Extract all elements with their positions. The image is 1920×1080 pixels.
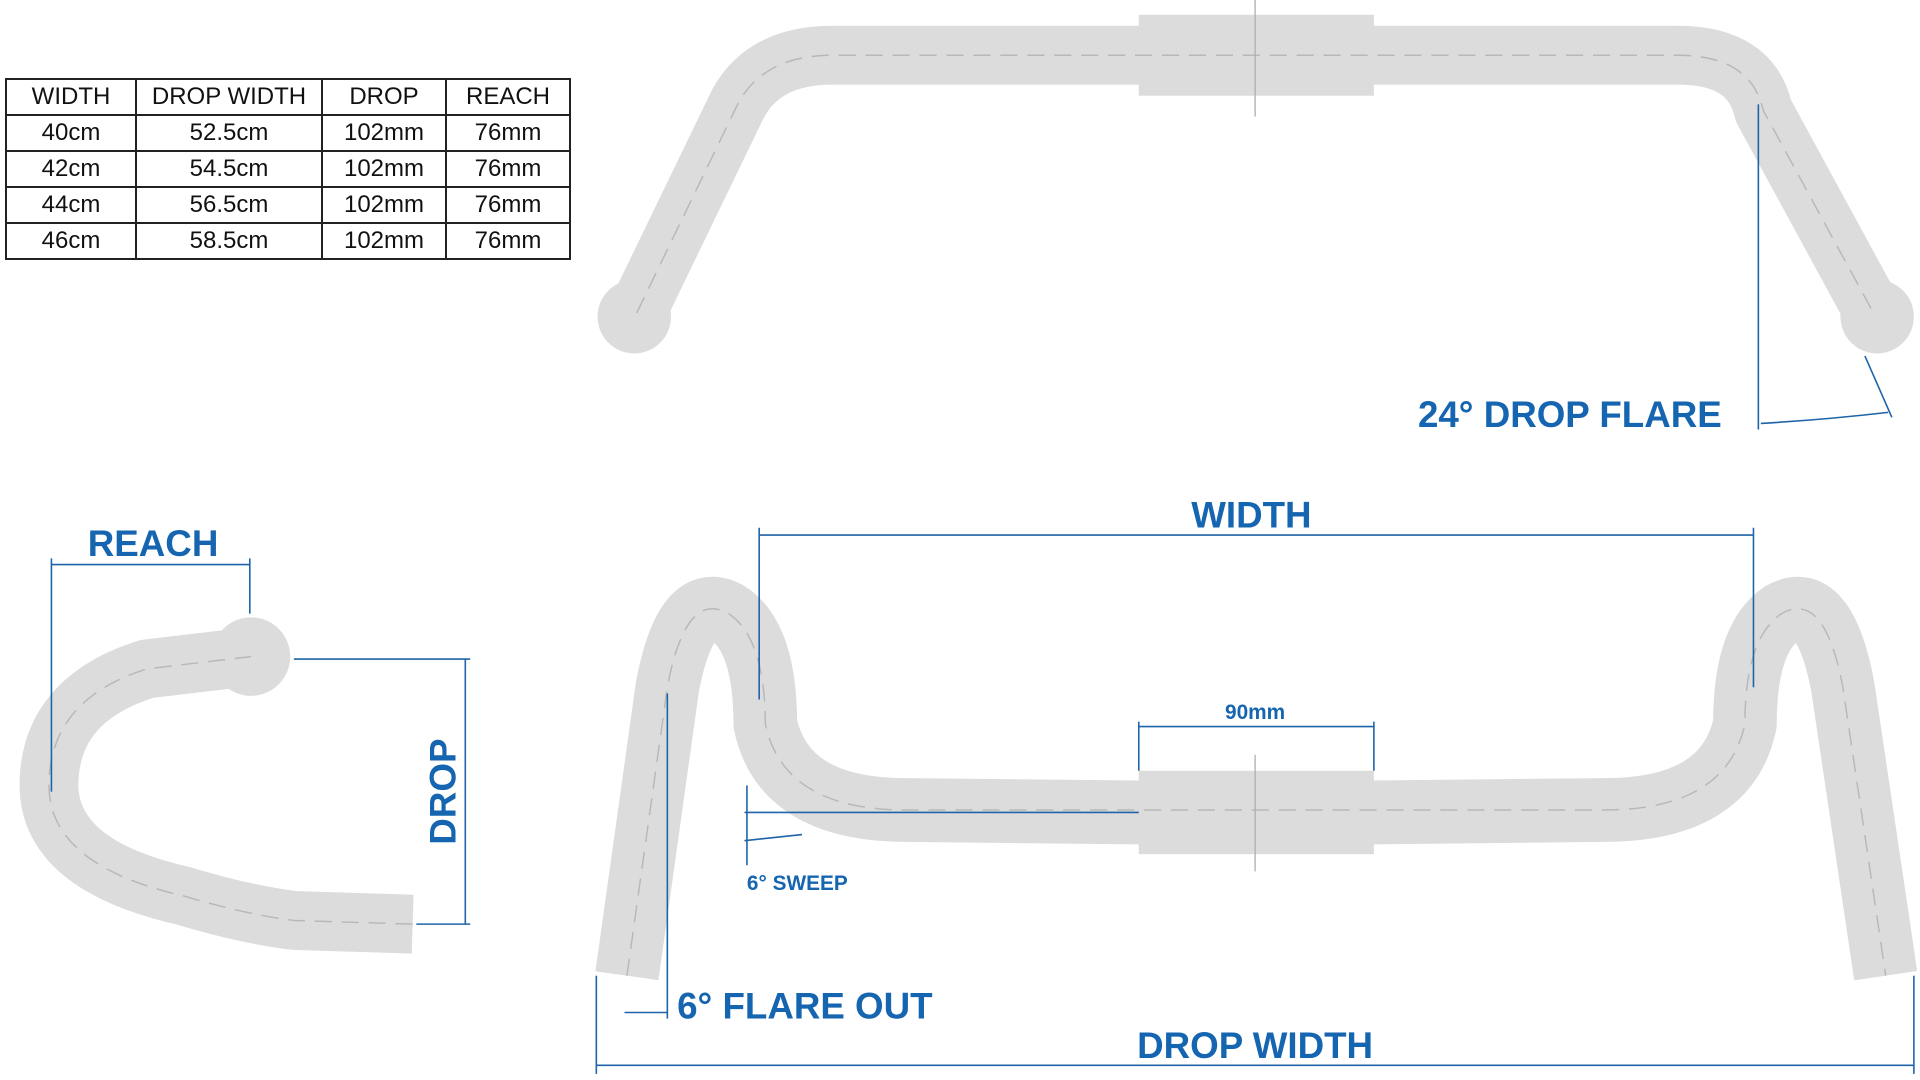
cell: 58.5cm <box>135 222 323 260</box>
cell: 44cm <box>5 186 137 224</box>
cell: 54.5cm <box>135 150 323 188</box>
top-view-handlebar <box>597 0 1914 354</box>
cell: 76mm <box>445 150 571 188</box>
cell: 76mm <box>445 222 571 260</box>
cell: 42cm <box>5 150 137 188</box>
sweep-label: 6° SWEEP <box>747 872 848 895</box>
cell: 102mm <box>321 222 447 260</box>
header-reach: REACH <box>445 78 571 116</box>
clamp-dimension <box>1137 721 1375 771</box>
drop-dimension <box>293 658 471 925</box>
header-drop-width: DROP WIDTH <box>135 78 323 116</box>
flare-out-dimension <box>624 693 669 1019</box>
cell: 56.5cm <box>135 186 323 224</box>
drop-flare-dimension <box>1757 104 1893 430</box>
side-view-handlebar <box>19 617 414 954</box>
header-width: WIDTH <box>5 78 137 116</box>
cell: 52.5cm <box>135 114 323 152</box>
clamp-width-label: 90mm <box>1225 701 1285 724</box>
cell: 102mm <box>321 150 447 188</box>
sweep-dimension <box>744 785 1139 866</box>
drop-width-label: DROP WIDTH <box>1137 1025 1373 1066</box>
drop-label: DROP <box>423 738 464 844</box>
drop-flare-label: 24° DROP FLARE <box>1418 394 1722 435</box>
drop-width-dimension <box>595 975 1915 1074</box>
reach-label: REACH <box>88 523 219 564</box>
front-view-handlebar <box>595 576 1918 981</box>
cell: 40cm <box>5 114 137 152</box>
cell: 76mm <box>445 186 571 224</box>
flare-out-label: 6° FLARE OUT <box>677 986 933 1027</box>
reach-dimension <box>50 558 251 792</box>
width-dimension <box>758 527 1755 700</box>
cell: 102mm <box>321 186 447 224</box>
cell: 76mm <box>445 114 571 152</box>
cell: 46cm <box>5 222 137 260</box>
header-drop: DROP <box>321 78 447 116</box>
table-header-row: WIDTH DROP WIDTH DROP REACH <box>5 78 571 116</box>
cell: 102mm <box>321 114 447 152</box>
width-label: WIDTH <box>1191 495 1311 536</box>
